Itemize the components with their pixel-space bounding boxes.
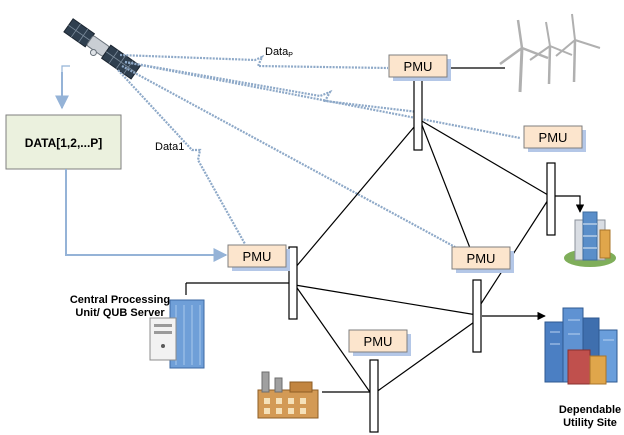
factory-icon	[257, 371, 319, 419]
satellite-icon	[63, 18, 141, 80]
bus-bar	[288, 246, 298, 320]
pmu-left: PMU	[227, 244, 290, 271]
dependable-site-label-line1: Dependable	[559, 404, 621, 416]
data-box-label: DATA[1,2,...P]	[25, 136, 103, 150]
pmu-bottom: PMU	[348, 329, 411, 356]
city-icon	[544, 307, 618, 385]
server-building-icon	[149, 299, 205, 369]
data-p-label: DataP	[265, 46, 293, 59]
comm-links	[117, 53, 521, 248]
pmu-label: PMU	[364, 334, 393, 349]
transmission-lines	[185, 67, 585, 396]
dependable-site-label-line2: Utility Site	[563, 417, 617, 429]
data-1-label: Data1	[155, 141, 184, 153]
bus-bar	[413, 77, 423, 151]
pmu-middle: PMU	[451, 246, 514, 273]
comm-link-pmu-top	[119, 53, 419, 114]
data-box: DATA[1,2,...P]	[5, 114, 122, 170]
pmu-label: PMU	[404, 59, 433, 74]
central-processing-label-line1: Central Processing	[70, 294, 170, 306]
bus-bar	[546, 162, 556, 236]
pmu-label: PMU	[539, 130, 568, 145]
bus-bar	[369, 359, 379, 433]
central-processing-label-line2: Unit/ QUB Server	[75, 307, 165, 319]
data-to-pmu-arrow	[65, 169, 228, 262]
wind-turbine-icon	[499, 13, 601, 93]
office-building-icon	[564, 211, 616, 267]
pmu-right: PMU	[523, 125, 586, 152]
bus-bars	[288, 77, 556, 433]
comm-link-pmu-left	[117, 69, 246, 245]
pmu-label: PMU	[243, 249, 272, 264]
comm-link-pmu-middle	[121, 65, 456, 248]
pmu-top: PMU	[388, 54, 451, 81]
bus-bar	[472, 279, 482, 353]
satellite-bracket	[61, 65, 70, 72]
pmu-label: PMU	[467, 251, 496, 266]
